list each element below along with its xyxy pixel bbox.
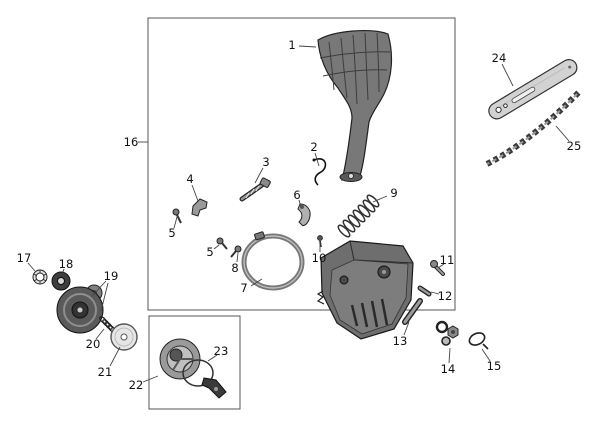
callout-leader-5 bbox=[213, 244, 220, 250]
callout-label-5-5: 5 bbox=[206, 245, 213, 259]
part-cover-disc bbox=[110, 323, 138, 351]
callout-leader-15 bbox=[481, 348, 491, 362]
callout-label-20-20: 20 bbox=[86, 337, 101, 351]
callout-label-5-4: 5 bbox=[168, 226, 175, 240]
part-washer bbox=[51, 271, 71, 291]
callout-leader-24 bbox=[501, 63, 514, 87]
callout-label-23-23: 23 bbox=[214, 344, 229, 358]
callout-leader-8 bbox=[236, 252, 239, 263]
callout-leader-12 bbox=[430, 291, 440, 295]
part-rod bbox=[402, 298, 423, 325]
callout-leader-13 bbox=[403, 321, 410, 336]
part-wire-clip bbox=[468, 332, 489, 350]
callout-leader-3 bbox=[254, 167, 264, 184]
part-brake-band bbox=[241, 231, 305, 291]
callout-leader-25 bbox=[555, 125, 570, 142]
callout-leader-5 bbox=[173, 216, 178, 229]
callout-label-1-0: 1 bbox=[288, 38, 295, 52]
callout-label-13-13: 13 bbox=[393, 334, 408, 348]
callout-label-3-2: 3 bbox=[262, 155, 269, 169]
part-screw-b bbox=[216, 237, 228, 250]
part-coil-spring bbox=[337, 194, 380, 238]
part-clutch-cover bbox=[316, 240, 414, 340]
callout-label-7-7: 7 bbox=[240, 281, 247, 295]
callout-label-22-22: 22 bbox=[129, 378, 144, 392]
callout-leader-17 bbox=[27, 262, 36, 272]
callout-leader-6 bbox=[298, 199, 302, 208]
part-clutch-drum bbox=[56, 284, 104, 334]
part-pump-assembly bbox=[159, 338, 227, 399]
part-spring-clip bbox=[312, 158, 327, 186]
callout-label-17-17: 17 bbox=[17, 251, 32, 265]
callout-leader-19 bbox=[91, 280, 107, 297]
main-assembly-box bbox=[147, 17, 456, 311]
callout-leader-9 bbox=[372, 195, 388, 203]
part-screw-c bbox=[230, 245, 242, 258]
part-guide-bar bbox=[488, 59, 578, 120]
sub-assembly-box bbox=[148, 315, 241, 410]
part-pin-short bbox=[417, 285, 432, 297]
callout-label-25-25: 25 bbox=[567, 139, 582, 153]
part-hand-guard bbox=[317, 30, 393, 182]
callout-label-24-24: 24 bbox=[492, 51, 507, 65]
callout-leader-22 bbox=[142, 375, 159, 383]
callout-leader-18 bbox=[61, 268, 65, 276]
callout-leader-2 bbox=[314, 152, 320, 167]
callout-label-11-11: 11 bbox=[440, 253, 455, 267]
callout-leader-11 bbox=[437, 263, 445, 269]
part-needle-bearing bbox=[32, 269, 48, 285]
callout-label-8-8: 8 bbox=[231, 261, 238, 275]
part-saw-chain bbox=[485, 89, 582, 167]
callout-label-2-1: 2 bbox=[310, 140, 317, 154]
part-screw-d bbox=[317, 235, 323, 248]
callout-label-12-12: 12 bbox=[438, 289, 453, 303]
callout-label-10-10: 10 bbox=[312, 251, 327, 265]
part-small-lever bbox=[191, 198, 208, 217]
part-washer-nut bbox=[435, 320, 459, 346]
callout-label-14-14: 14 bbox=[441, 362, 456, 376]
callout-label-16-16: 16 bbox=[124, 135, 139, 149]
part-shoulder-bolt bbox=[430, 260, 445, 276]
callout-label-6-6: 6 bbox=[293, 188, 300, 202]
callout-label-4-3: 4 bbox=[186, 172, 193, 186]
callout-leader-19-1 bbox=[100, 282, 109, 312]
callout-leader-14 bbox=[448, 347, 451, 364]
callout-label-18-18: 18 bbox=[59, 257, 74, 271]
callout-label-15-15: 15 bbox=[487, 359, 502, 373]
part-screw-a bbox=[172, 208, 182, 224]
callout-label-9-9: 9 bbox=[390, 186, 397, 200]
part-tension-screw bbox=[239, 177, 271, 202]
callout-leader-23 bbox=[207, 354, 218, 362]
callout-leader-1 bbox=[298, 45, 317, 48]
callout-leader-4 bbox=[191, 184, 199, 202]
callout-leader-21 bbox=[109, 346, 121, 367]
callout-leader-20 bbox=[95, 328, 105, 340]
callout-label-21-21: 21 bbox=[98, 365, 113, 379]
callout-leader-7 bbox=[250, 278, 263, 287]
callout-label-19-19: 19 bbox=[104, 269, 119, 283]
